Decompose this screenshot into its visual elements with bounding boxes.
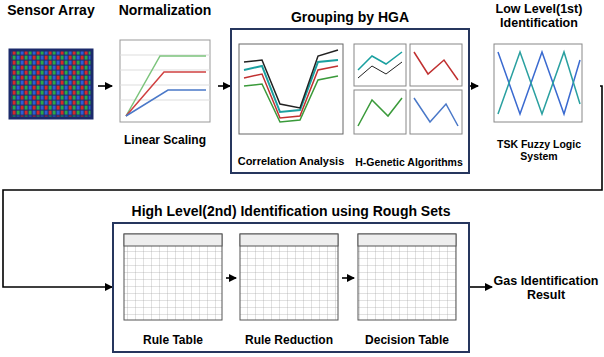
result-text: Gas Identification Result	[492, 258, 600, 318]
sensor-grid	[10, 50, 92, 118]
grouping-box: Grouping by HGACorrelation AnalysisH-Gen…	[230, 28, 470, 174]
correlation-panel: Correlation Analysis	[234, 40, 348, 168]
rough-set-tables	[124, 234, 456, 320]
normalization-panel: NormalizationLinear Scaling	[112, 2, 218, 148]
low-level-panel: Low Level(1st) IdentificationTSK Fuzzy L…	[478, 2, 600, 162]
stage-caption: Decision Table	[365, 334, 449, 348]
stage-caption: Correlation Analysis	[238, 155, 345, 168]
flow-arrow	[470, 85, 478, 87]
stage-heading: Normalization	[119, 2, 212, 18]
group-heading: High Level(2nd) Identification using Rou…	[114, 203, 468, 219]
genetic-panel: H-Genetic Algorithms	[352, 40, 466, 168]
flow-arrow	[218, 85, 230, 87]
flow-arrow	[226, 277, 236, 279]
genetic-panels	[354, 44, 462, 134]
stage-caption: Rule Reduction	[245, 334, 333, 348]
flow-arrow	[98, 85, 112, 87]
stage-caption: H-Genetic Algorithms	[355, 156, 463, 168]
flow-arrow	[470, 286, 492, 288]
correlation-chart	[239, 44, 343, 134]
flow-arrow	[342, 277, 354, 279]
sensor-panel: Sensor Array	[4, 2, 98, 122]
high-level-box: High Level(2nd) Identification using Rou…	[112, 222, 470, 353]
group-heading: Grouping by HGA	[232, 9, 468, 25]
fuzzy-membership	[494, 44, 582, 122]
stage-caption: Rule Table	[143, 334, 203, 348]
scaling-chart	[120, 40, 210, 122]
stage-caption: Linear Scaling	[124, 134, 206, 148]
rule-reduction-panel: Rule Reduction	[236, 230, 342, 348]
decision-table-panel: Decision Table	[354, 230, 460, 348]
stage-heading: Sensor Array	[7, 2, 94, 18]
rule-table-panel: Rule Table	[120, 230, 226, 348]
result-label: Gas Identification Result	[492, 274, 600, 303]
flow-arrow	[3, 86, 602, 287]
stage-heading: Low Level(1st) Identification	[478, 2, 600, 31]
stage-caption: TSK Fuzzy Logic System	[478, 138, 600, 162]
